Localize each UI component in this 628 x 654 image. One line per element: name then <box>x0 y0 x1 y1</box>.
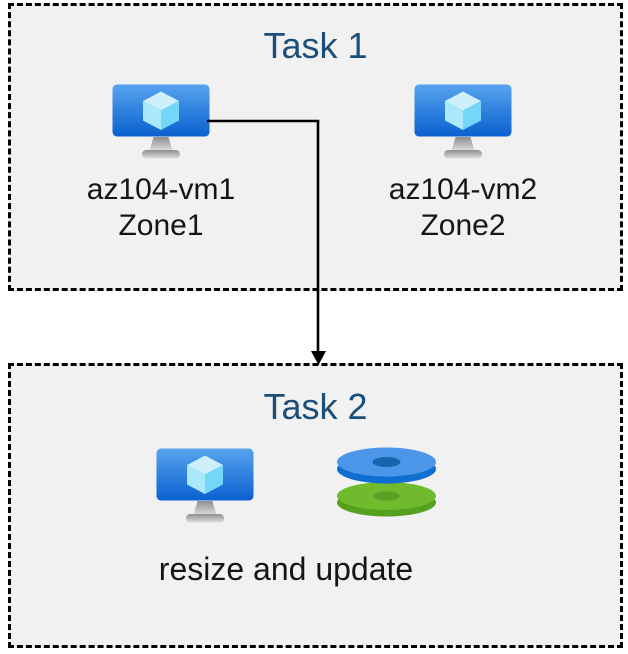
virtual-machine-icon <box>112 84 210 160</box>
task1-title: Task 1 <box>263 25 368 66</box>
task2-title: Task 2 <box>263 386 368 427</box>
vm-name-label: az104-vm1 <box>86 173 236 206</box>
vm2-label: az104-vm2 Zone2 <box>353 172 573 244</box>
task1-box: Task 1 az104-vm1 Zone1 az104-vm2 Zone2 <box>8 3 623 291</box>
vm-zone-label: Zone1 <box>118 209 204 242</box>
task2-caption: resize and update <box>158 551 414 587</box>
managed-disks-icon <box>336 447 437 517</box>
task2-box: Task 2 resize and update <box>8 363 623 648</box>
virtual-machine-icon <box>156 448 254 524</box>
vm-zone-label: Zone2 <box>420 209 506 242</box>
vm1-label: az104-vm1 Zone1 <box>51 172 271 244</box>
virtual-machine-icon <box>414 84 512 160</box>
vm-name-label: az104-vm2 <box>388 173 538 206</box>
